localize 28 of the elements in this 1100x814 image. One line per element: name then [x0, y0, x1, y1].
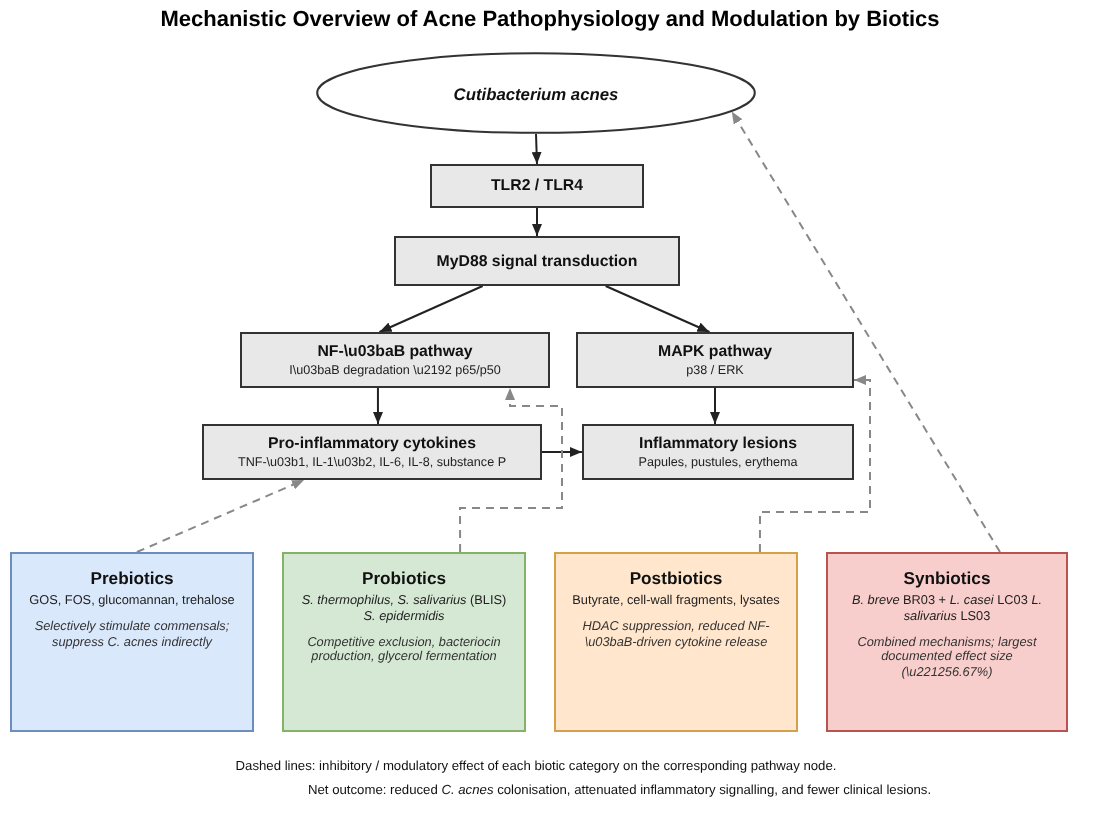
dashed-arrow [730, 110, 1001, 553]
diagram-title: Mechanistic Overview of Acne Pathophysiology and Modulation by Biotics [160, 8, 940, 32]
process-box [202, 424, 542, 480]
panel-heading: Probiotics [361, 568, 447, 590]
category-panel [554, 552, 798, 732]
arrow [531, 133, 542, 165]
organism-ellipse [316, 52, 756, 134]
arrow [372, 387, 383, 425]
process-box [394, 236, 680, 286]
node-title: Cutibacterium acnes [453, 83, 619, 103]
arrow [604, 285, 711, 333]
process-box [430, 164, 644, 208]
dashed-arrow [758, 375, 871, 553]
process-box [576, 332, 854, 388]
category-panel [282, 552, 526, 732]
arrow [541, 447, 583, 457]
panel-heading: Prebiotics [90, 568, 174, 590]
dashed-arrow [459, 387, 563, 553]
category-panel [10, 552, 254, 732]
process-box [582, 424, 854, 480]
arrow [710, 387, 720, 425]
panel-heading: Synbiotics [903, 568, 991, 590]
dashed-arrow [135, 479, 305, 553]
process-box [240, 332, 550, 388]
arrow [532, 207, 542, 237]
category-panel [826, 552, 1068, 732]
panel-heading: Postbiotics [629, 568, 723, 590]
arrow [378, 285, 484, 333]
